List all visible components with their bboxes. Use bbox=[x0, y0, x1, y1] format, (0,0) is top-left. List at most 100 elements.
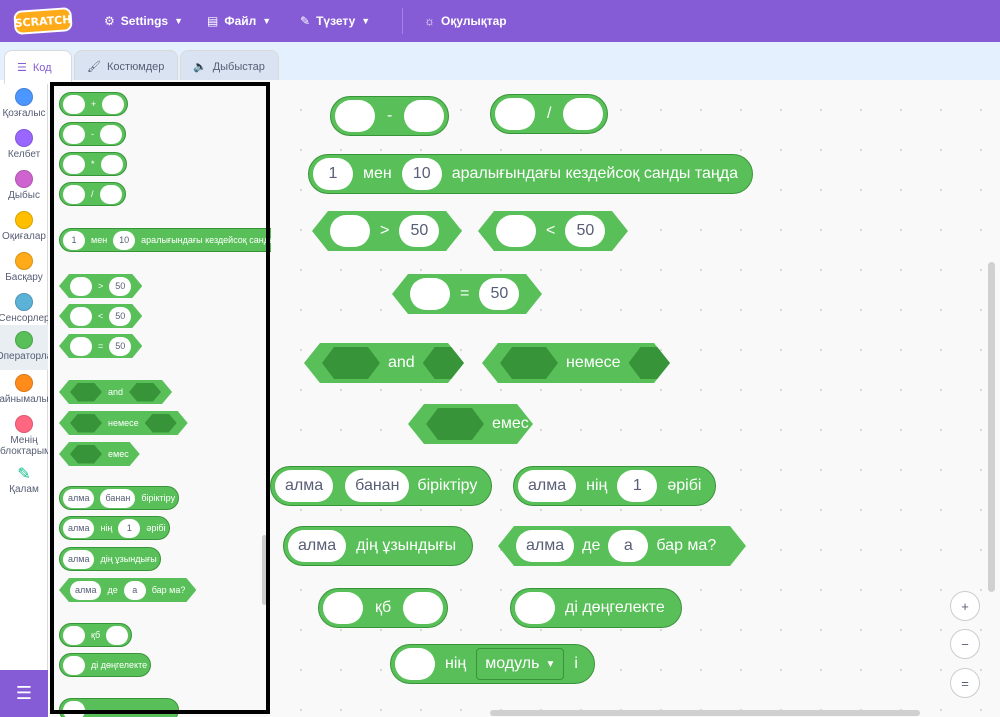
mod-block[interactable]: қб bbox=[59, 623, 133, 647]
random-to-slot[interactable]: 10 bbox=[401, 158, 442, 190]
operand-slot[interactable] bbox=[323, 592, 363, 624]
and-block[interactable]: and bbox=[59, 380, 172, 404]
operand-slot[interactable] bbox=[63, 94, 85, 114]
scratch-logo[interactable]: SCRATCH bbox=[13, 7, 73, 35]
value-slot[interactable]: 50 bbox=[109, 307, 131, 326]
contains-word-slot[interactable]: алма bbox=[516, 530, 574, 562]
boolean-slot[interactable] bbox=[322, 347, 380, 379]
category-sensing[interactable]: Сенсорлер bbox=[0, 287, 48, 328]
contains-word-slot[interactable]: алма bbox=[70, 581, 101, 600]
category-variables[interactable]: айнымалы bbox=[0, 368, 48, 409]
operand-slot[interactable] bbox=[403, 592, 444, 624]
category-control[interactable]: Басқару bbox=[0, 246, 48, 287]
value-slot[interactable]: 50 bbox=[399, 215, 439, 247]
operand-slot[interactable] bbox=[563, 98, 604, 130]
length-word-slot[interactable]: алма bbox=[63, 549, 95, 569]
palette-scrollbar[interactable] bbox=[262, 535, 267, 605]
boolean-slot[interactable] bbox=[145, 414, 177, 433]
math-function-block[interactable] bbox=[59, 698, 179, 717]
category-operators[interactable]: Операторла bbox=[0, 325, 48, 370]
operand-slot[interactable] bbox=[515, 592, 555, 624]
join-a-slot[interactable]: алма bbox=[275, 470, 334, 502]
letter-index-slot[interactable]: 1 bbox=[118, 518, 141, 538]
operand-slot[interactable] bbox=[70, 307, 92, 326]
operand-slot[interactable] bbox=[335, 100, 375, 132]
greater-than-block[interactable]: > 50 bbox=[59, 274, 142, 298]
contains-letter-slot[interactable]: а bbox=[124, 581, 146, 600]
operand-slot[interactable] bbox=[70, 337, 92, 356]
value-slot[interactable]: 50 bbox=[479, 278, 519, 310]
operand-slot[interactable] bbox=[330, 215, 370, 247]
ws-subtract-block[interactable]: - bbox=[330, 96, 450, 136]
operand-slot[interactable] bbox=[102, 94, 125, 114]
random-to-slot[interactable]: 10 bbox=[113, 230, 136, 250]
less-than-block[interactable]: < 50 bbox=[59, 304, 142, 328]
contains-block[interactable]: алма де а бар ма? bbox=[59, 578, 196, 602]
tutorials-button[interactable]: ☼ Оқулықтар bbox=[424, 0, 507, 42]
value-slot[interactable]: 50 bbox=[109, 277, 131, 296]
tab-sounds[interactable]: 🔈 Дыбыстар bbox=[180, 50, 279, 82]
zoom-reset-button[interactable]: = bbox=[950, 668, 980, 698]
zoom-out-button[interactable]: − bbox=[950, 629, 980, 659]
operand-slot[interactable] bbox=[495, 98, 535, 130]
category-motion[interactable]: Қозғалыс bbox=[0, 82, 48, 123]
multiply-block[interactable]: * bbox=[59, 152, 127, 176]
boolean-slot[interactable] bbox=[426, 408, 484, 440]
or-block[interactable]: немесе bbox=[59, 411, 188, 435]
boolean-slot[interactable] bbox=[129, 383, 161, 402]
operand-slot[interactable] bbox=[63, 154, 85, 174]
ws-greater-than-block[interactable]: > 50 bbox=[312, 211, 462, 251]
subtract-block[interactable]: - bbox=[59, 122, 126, 146]
ws-or-block[interactable]: немесе bbox=[482, 343, 670, 383]
letter-word-slot[interactable]: алма bbox=[63, 518, 95, 538]
zoom-in-button[interactable]: + bbox=[950, 591, 980, 621]
operand-slot[interactable] bbox=[63, 625, 85, 645]
boolean-slot[interactable] bbox=[70, 414, 102, 433]
length-block[interactable]: алма дің ұзындығы bbox=[59, 547, 161, 571]
operand-slot[interactable] bbox=[496, 215, 536, 247]
ws-equals-block[interactable]: = 50 bbox=[392, 274, 542, 314]
math-function-dropdown[interactable]: модуль ▼ bbox=[476, 648, 565, 680]
boolean-slot[interactable] bbox=[70, 383, 102, 402]
file-menu[interactable]: ▤ Файл ▼ bbox=[207, 0, 271, 42]
operand-slot[interactable] bbox=[70, 277, 92, 296]
operand-slot[interactable] bbox=[63, 700, 85, 717]
value-slot[interactable]: 50 bbox=[109, 337, 131, 356]
random-from-slot[interactable]: 1 bbox=[63, 230, 85, 250]
not-block[interactable]: емес bbox=[59, 442, 140, 466]
operand-slot[interactable] bbox=[63, 655, 85, 675]
workspace-vertical-scrollbar[interactable] bbox=[988, 262, 995, 592]
operand-slot[interactable] bbox=[404, 100, 445, 132]
join-b-slot[interactable]: банан bbox=[345, 470, 410, 502]
divide-block[interactable]: / bbox=[59, 182, 126, 206]
ws-divide-block[interactable]: / bbox=[490, 94, 609, 134]
letter-of-block[interactable]: алма нің 1 әрібі bbox=[59, 516, 170, 540]
tab-costumes[interactable]: 🖌 Костюмдер bbox=[74, 50, 178, 82]
join-block[interactable]: алма банан біріктіру bbox=[59, 486, 180, 510]
add-block[interactable]: + bbox=[59, 92, 129, 116]
tab-code[interactable]: ☰ Код bbox=[4, 50, 72, 84]
equals-block[interactable]: = 50 bbox=[59, 334, 142, 358]
letter-word-slot[interactable]: алма bbox=[518, 470, 577, 502]
workspace-horizontal-scrollbar[interactable] bbox=[490, 710, 920, 716]
ws-round-block[interactable]: ді дөңгелекте bbox=[510, 588, 682, 628]
settings-menu[interactable]: ⚙ Settings ▼ bbox=[104, 0, 183, 42]
boolean-slot[interactable] bbox=[500, 347, 558, 379]
ws-not-block[interactable]: емес bbox=[408, 404, 533, 444]
operand-slot[interactable] bbox=[395, 648, 435, 680]
ws-join-block[interactable]: алма банан біріктіру bbox=[270, 466, 493, 506]
edit-menu[interactable]: ✎ Түзету ▼ bbox=[300, 0, 370, 42]
contains-letter-slot[interactable]: а bbox=[608, 530, 648, 562]
boolean-slot[interactable] bbox=[70, 445, 102, 464]
category-sound[interactable]: Дыбыс bbox=[0, 164, 48, 205]
value-slot[interactable]: 50 bbox=[565, 215, 605, 247]
join-b-slot[interactable]: банан bbox=[100, 488, 136, 508]
letter-index-slot[interactable]: 1 bbox=[617, 470, 658, 502]
add-extension-button[interactable]: ☰ bbox=[0, 670, 48, 717]
join-a-slot[interactable]: алма bbox=[63, 488, 95, 508]
ws-contains-block[interactable]: алма де а бар ма? bbox=[498, 526, 746, 566]
operand-slot[interactable] bbox=[63, 184, 85, 204]
ws-less-than-block[interactable]: < 50 bbox=[478, 211, 628, 251]
ws-random-block[interactable]: 1 мен 10 аралығындағы кездейсоқ санды та… bbox=[308, 154, 753, 194]
operand-slot[interactable] bbox=[99, 184, 122, 204]
